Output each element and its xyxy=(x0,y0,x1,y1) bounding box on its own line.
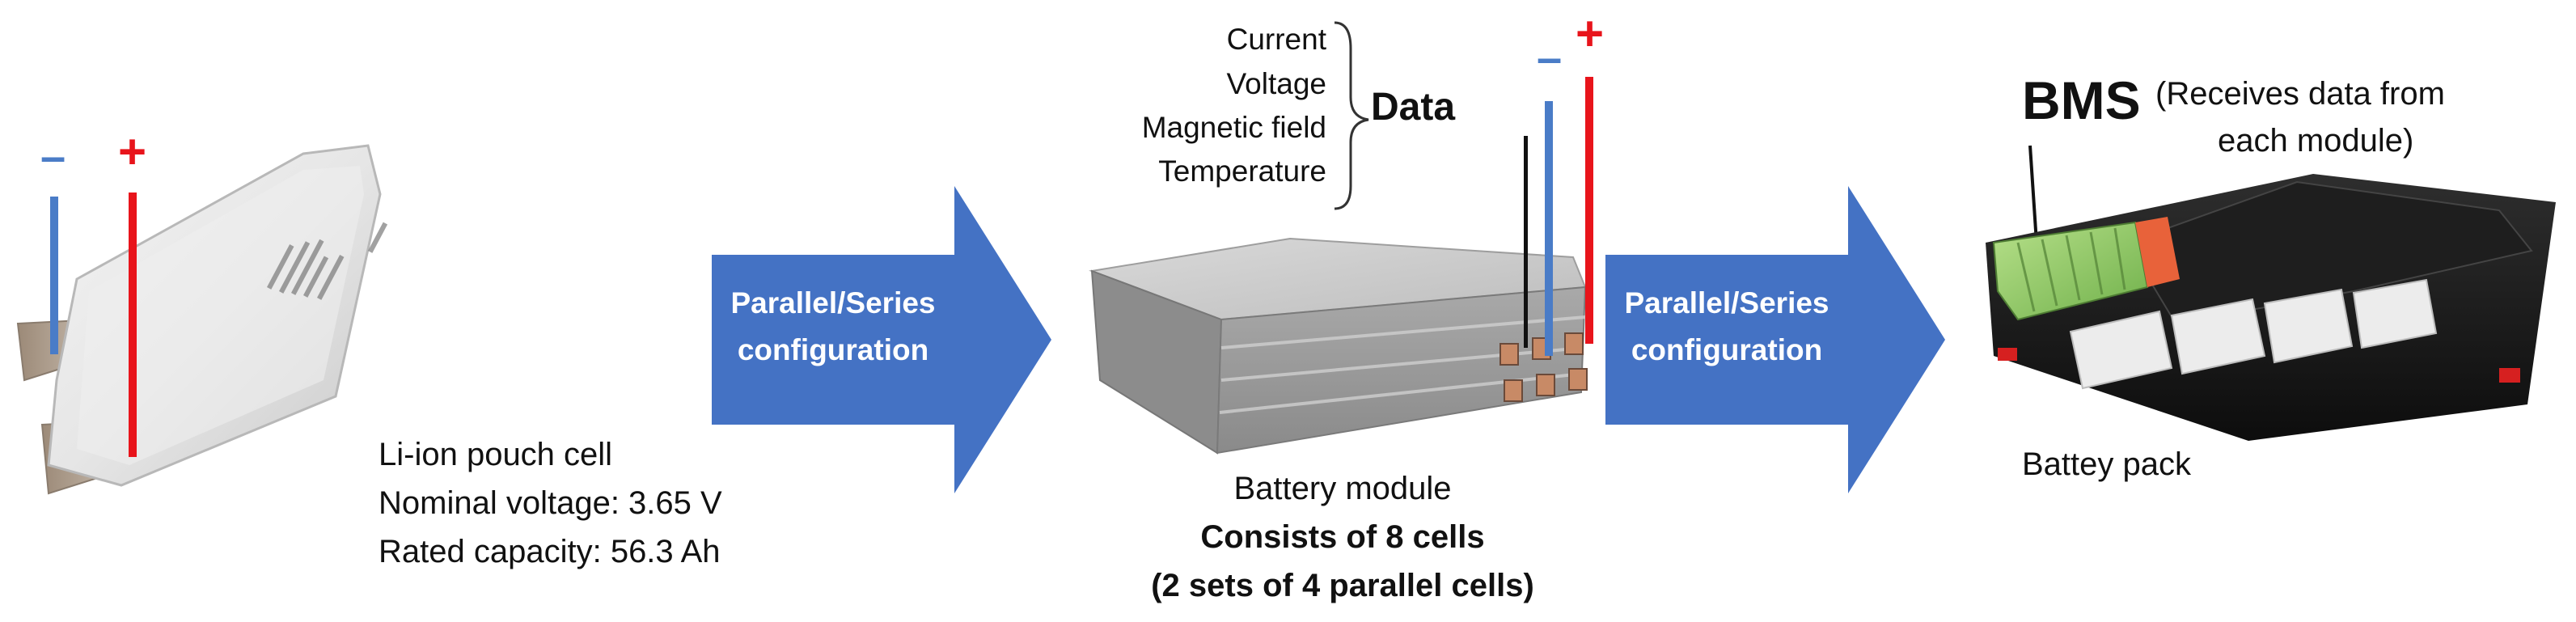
arrow1-label-line2: configuration xyxy=(737,333,929,366)
data-item-magnetic-field: Magnetic field xyxy=(1141,111,1326,144)
arrow-cell-to-module xyxy=(712,186,1051,493)
pack-title: Battey pack xyxy=(2022,446,2192,482)
data-brace xyxy=(1334,21,1369,210)
cell-plus-bar xyxy=(129,193,137,457)
cell-printed-label xyxy=(267,222,388,300)
bms-label: BMS xyxy=(2022,70,2141,130)
arrow2-label-line2: configuration xyxy=(1631,333,1823,366)
pack-cell-modules xyxy=(2069,278,2438,390)
module-minus-bar xyxy=(1545,101,1553,356)
cell-title: Li-ion pouch cell xyxy=(379,437,613,472)
battery-module-section: Current Voltage Magnetic field Temperatu… xyxy=(1068,0,1618,622)
module-consists: Consists of 8 cells xyxy=(1200,519,1485,555)
module-data-line xyxy=(1524,136,1528,348)
data-item-temperature: Temperature xyxy=(1158,154,1326,188)
bms-note-line2: each module) xyxy=(2218,123,2414,159)
pouch-cell-section: – + Li-ion pouch cell Nominal voltage: 3… xyxy=(0,0,809,622)
cell-minus-sign: – xyxy=(40,130,66,181)
data-item-current: Current xyxy=(1226,23,1326,56)
battery-pack-section: BMS (Receives data from each module) xyxy=(1973,0,2576,622)
bms-pointer-line xyxy=(2028,145,2038,243)
cell-minus-bar xyxy=(50,197,58,354)
arrow2-label-line1: Parallel/Series xyxy=(1624,286,1829,319)
module-sets: (2 sets of 4 parallel cells) xyxy=(1151,568,1534,603)
data-item-voltage: Voltage xyxy=(1226,67,1326,100)
arrow1-label-line1: Parallel/Series xyxy=(730,286,936,319)
module-front-face xyxy=(1216,286,1587,455)
module-title: Battery module xyxy=(1233,471,1452,506)
cell-plus-sign: + xyxy=(118,125,146,179)
pouch-cell-image: – + xyxy=(16,125,388,495)
data-label: Data xyxy=(1371,86,1456,129)
cell-nominal-voltage: Nominal voltage: 3.65 V xyxy=(379,485,722,521)
cell-rated-capacity: Rated capacity: 56.3 Ah xyxy=(379,534,721,569)
bms-note-line1: (Receives data from xyxy=(2155,76,2445,112)
module-plus-sign: + xyxy=(1576,6,1604,61)
arrow-module-to-pack xyxy=(1605,186,1945,493)
battery-module-image: – + xyxy=(1089,6,1604,455)
module-minus-sign: – xyxy=(1537,32,1562,83)
module-plus-bar xyxy=(1585,77,1593,344)
bms-unit xyxy=(1992,221,2149,321)
battery-pack-image xyxy=(1986,145,2556,441)
